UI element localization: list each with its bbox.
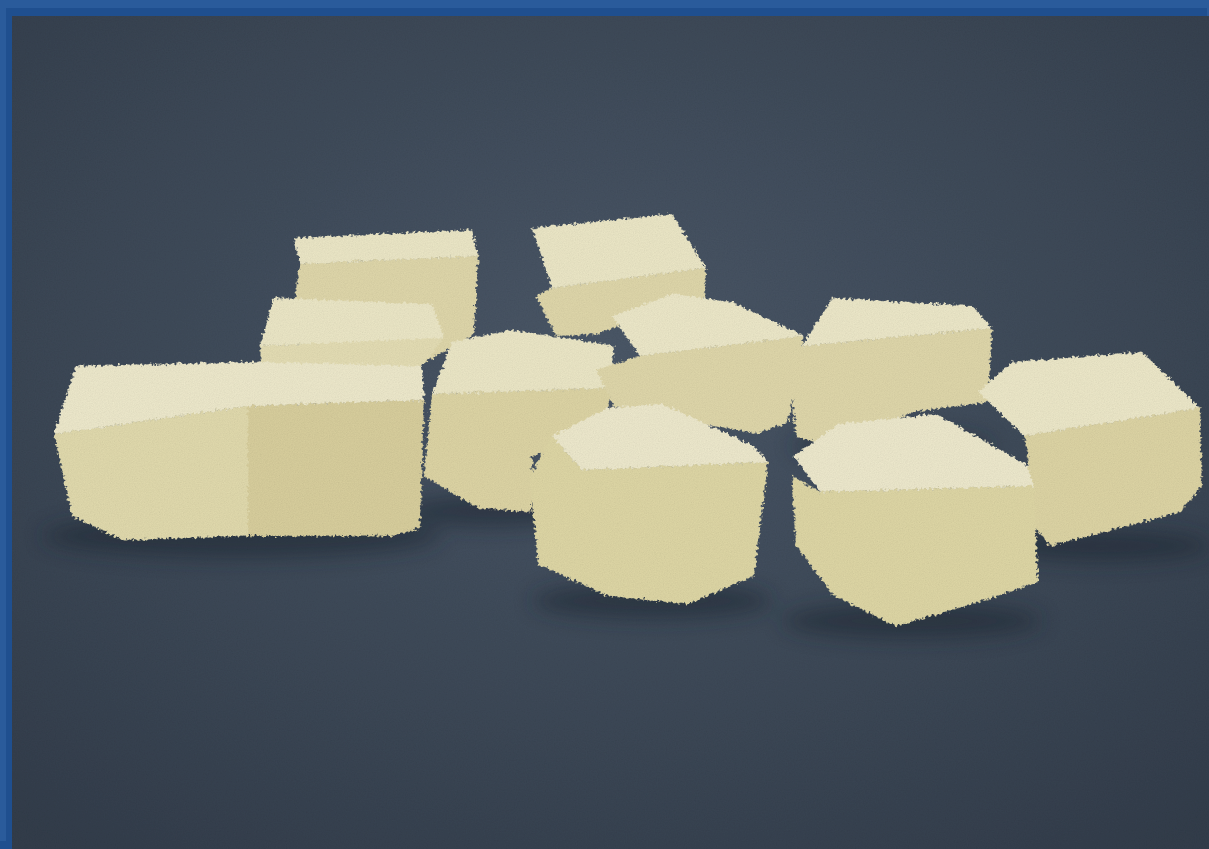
crouton-photo [12, 16, 1209, 849]
crouton [260, 298, 444, 366]
crouton [978, 352, 1202, 546]
crouton [532, 214, 706, 336]
crouton [54, 362, 424, 540]
crouton [424, 330, 614, 512]
crouton [792, 414, 1038, 626]
crouton [530, 404, 768, 604]
crouton [790, 298, 992, 448]
crouton-photo-svg [12, 16, 1209, 849]
croutons [54, 214, 1202, 626]
